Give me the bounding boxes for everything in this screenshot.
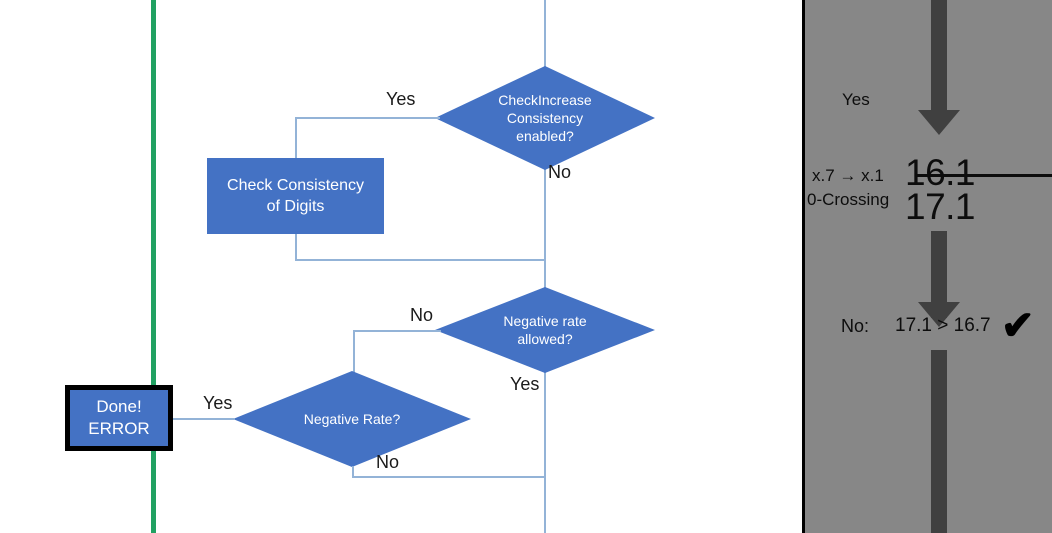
terminal-line-2: ERROR [88,419,150,438]
decision-check-increase-consistency[interactable]: CheckIncrease Consistency enabled? [435,66,655,170]
terminal-done-error[interactable]: Done! ERROR [65,385,173,451]
panel-value-current: 17.1 [905,186,976,227]
edge-label-check-increase-no: No [548,162,572,182]
decision-check-increase-label: CheckIncrease Consistency enabled? [435,66,655,170]
panel-arrow-mid-shaft [931,231,947,318]
negative-rate-no-horizontal [352,476,546,478]
panel-arrow-bottom-shaft [931,350,947,533]
annotation-panel: Yes x.7 → x.1 0-Crossing 16.1 17.1 No: 1… [802,0,1052,533]
panel-arrow-mid-head [918,302,960,327]
panel-result-prefix: No: [841,316,870,336]
decision-negative-rate-allowed-label: Negative rate allowed? [435,287,655,373]
decision-line-1: Negative rate [503,312,587,329]
decision-line-1: Negative Rate? [303,410,401,427]
panel-value-struck: 16.1 [905,152,1052,194]
process-line-1: Check Consistency [227,176,364,194]
decision-line-1: CheckIncrease [498,91,592,108]
yes-branch-horizontal-top [295,117,440,119]
process-check-consistency-of-digits[interactable]: Check Consistency of Digits [207,158,384,234]
decision-line-3: enabled? [516,128,574,145]
decision-negative-rate-allowed[interactable]: Negative rate allowed? [435,287,655,373]
panel-rule-label-line2: 0-Crossing [807,190,890,209]
panel-rule-label-line1: x.7 → x.1 [812,166,884,185]
spine-connector-top [544,0,546,92]
yes-branch-vertical-into-box [295,117,297,159]
negative-rate-no-vertical [352,466,354,478]
decision-line-2: Consistency [506,109,584,126]
edge-label-negative-rate-no: No [376,452,400,472]
decision-negative-rate[interactable]: Negative Rate? [233,371,471,467]
process-line-2: of Digits [266,198,325,215]
edge-label-check-increase-yes: Yes [386,89,416,109]
panel-result-comparison: 17.1 > 16.7 [895,315,991,336]
done-error-yes-connector [173,418,235,420]
decision-negative-rate-label: Negative Rate? [233,371,471,467]
edge-label-negative-allowed-yes: Yes [510,374,540,394]
negative-allowed-no-vertical [353,330,355,373]
green-marker-line [151,0,156,533]
panel-arrow-top-shaft [931,0,947,118]
spine-connector-bottom [544,372,546,533]
yes-branch-horizontal-return [295,259,546,261]
panel-check-icon: ✔ [1001,304,1035,348]
panel-yes-label: Yes [842,90,870,109]
panel-arrow-top-head [918,110,960,135]
spine-connector-mid [544,157,546,307]
decision-line-2: allowed? [517,331,573,347]
negative-allowed-no-horizontal [353,330,441,332]
edge-label-negative-allowed-no: No [410,305,434,325]
yes-branch-vertical-out-of-box [295,233,297,261]
edge-label-done-error-yes: Yes [203,393,233,413]
terminal-line-1: Done! [96,396,142,416]
